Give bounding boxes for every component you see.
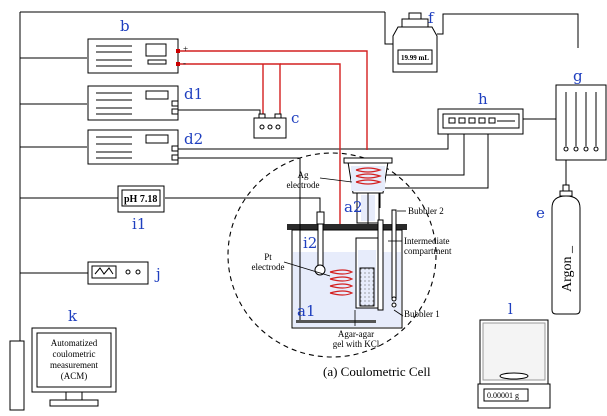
balance-display: 0.00001 g	[487, 391, 519, 400]
burette-f[interactable]: 19.99 mL	[392, 12, 438, 73]
polarity-plus: +	[183, 44, 188, 54]
pt-electrode-line2: electrode	[252, 262, 285, 272]
argon-cylinder-e[interactable]: Argon _	[551, 184, 581, 315]
instrument-d1[interactable]	[87, 85, 179, 121]
gas-controller-h[interactable]	[437, 108, 524, 135]
pt-electrode-line1: Pt	[264, 252, 272, 262]
label-d1: d1	[184, 85, 203, 103]
computer-line-4: (ACM)	[61, 371, 88, 381]
argon-label: Argon _	[560, 245, 575, 292]
label-a1: a1	[297, 302, 316, 320]
leader-lines	[283, 177, 406, 326]
computer-line-3: measurement	[50, 360, 98, 370]
gas-manifold-g[interactable]	[555, 84, 607, 161]
ag-compartment-a2[interactable]	[343, 157, 393, 292]
label-d2: d2	[184, 130, 203, 148]
instrument-b[interactable]: + -	[87, 38, 188, 74]
label-i2: i2	[303, 234, 317, 252]
figure-caption: (a) Coulometric Cell	[323, 364, 431, 379]
instrument-d2[interactable]	[87, 129, 179, 165]
cell-boundary	[227, 152, 437, 358]
red-wiring	[178, 50, 368, 278]
balance-l[interactable]: 0.00001 g	[477, 319, 551, 409]
computer-line-1: Automatized	[51, 338, 98, 348]
intermediate-line1: Intermediate	[404, 236, 449, 246]
ag-electrode-line1: Ag	[298, 170, 309, 180]
intermediate-line2: compartment	[404, 246, 452, 256]
label-c: c	[291, 109, 299, 127]
label-l: l	[508, 300, 513, 318]
label-h: h	[478, 90, 488, 108]
polarity-minus: -	[183, 58, 186, 68]
main-cell-a1[interactable]	[287, 209, 407, 329]
resistor-box-c[interactable]	[253, 113, 287, 139]
label-g: g	[573, 67, 583, 85]
ph-meter-i1[interactable]: pH 7.18	[117, 185, 165, 213]
label-a2: a2	[344, 198, 363, 216]
label-e: e	[536, 204, 545, 222]
ag-electrode-line2: electrode	[287, 180, 320, 190]
agar-line1: Agar-agar	[338, 329, 374, 339]
computer-k[interactable]: Automatized coulometric measurement (ACM…	[9, 327, 117, 411]
label-b: b	[120, 17, 130, 35]
label-j: j	[154, 265, 161, 283]
bubbler1-label: Bubbler 1	[404, 309, 440, 319]
agar-line2: gel with KCl	[333, 339, 380, 349]
ph-display: pH 7.18	[124, 194, 157, 205]
label-k: k	[68, 307, 78, 325]
burette-display: 19.99 mL	[401, 54, 429, 62]
computer-line-2: coulometric	[53, 349, 96, 359]
instrument-j[interactable]	[87, 261, 149, 285]
label-i1: i1	[132, 215, 146, 233]
bubbler2-label: Bubbler 2	[408, 206, 444, 216]
label-f: f	[428, 9, 435, 27]
